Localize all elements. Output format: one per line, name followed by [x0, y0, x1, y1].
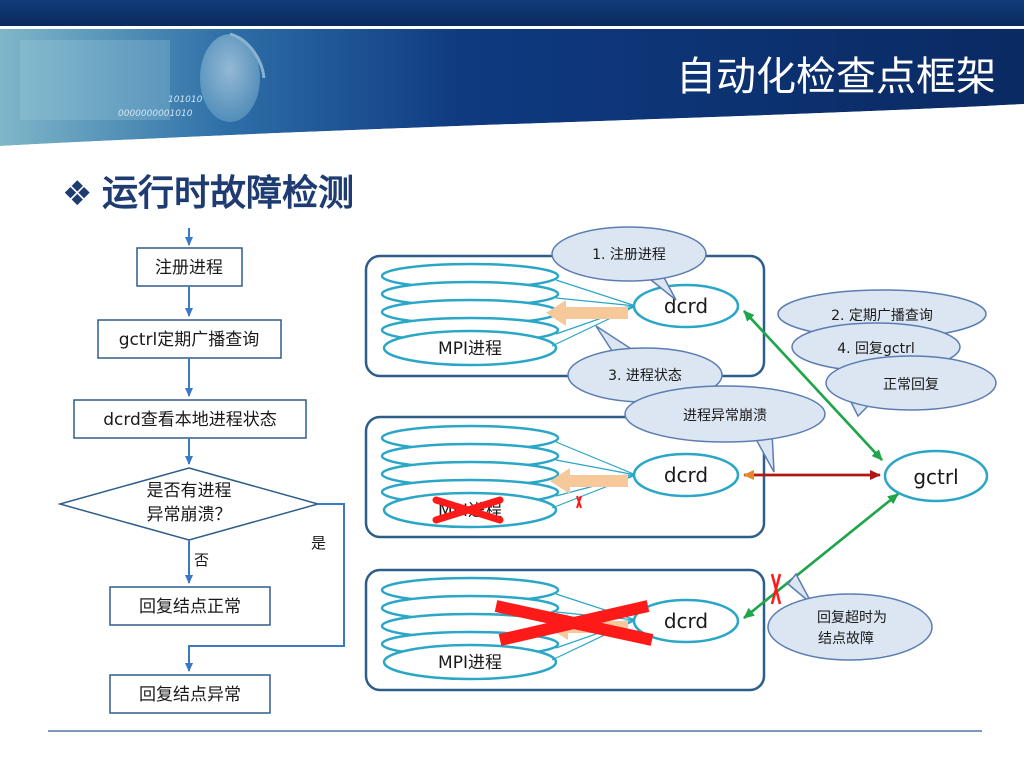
- svg-text:4. 回复gctrl: 4. 回复gctrl: [837, 340, 915, 357]
- dcrd-bottom: [632, 598, 740, 644]
- flow-step-broadcast-label: gctrl定期广播查询: [119, 330, 260, 350]
- node-middle: MPI进程 dcrd: [364, 415, 766, 539]
- banner-decoration: [20, 32, 266, 122]
- gctrl-node: [883, 449, 989, 503]
- flow-label-yes: 是: [311, 534, 326, 552]
- dcrd-middle: [632, 452, 740, 498]
- svg-text:回复超时为: 回复超时为: [817, 609, 887, 626]
- dcrd-middle-label: dcrd: [664, 463, 708, 487]
- dcrd-top-label: dcrd: [664, 294, 708, 318]
- node-bottom: MPI进程 dcrd: [364, 568, 766, 692]
- node-failure-cross: [494, 600, 654, 646]
- callout-register: 1. 注册进程: [551, 226, 707, 301]
- callouts: 1. 注册进程 3. 进程状态 2. 定期广播查询 4. 回复gctrl 正常回…: [551, 226, 997, 661]
- heading-bullet: ❖: [62, 174, 92, 214]
- flow-decision-line2: 异常崩溃？: [147, 505, 232, 525]
- gctrl-label: gctrl: [913, 465, 958, 489]
- mouse-icon: [200, 34, 260, 122]
- process-stack-top: [380, 262, 560, 367]
- svg-text:3. 进程状态: 3. 进程状态: [608, 368, 682, 384]
- orange-arrow-top: [546, 300, 628, 326]
- mpi-label-bottom: MPI进程: [438, 653, 502, 673]
- banner-code-1: 101010: [168, 95, 203, 105]
- flowchart: 注册进程 gctrl定期广播查询 dcrd查看本地进程状态 是否有进程 异常崩溃…: [57, 228, 345, 714]
- flow-step-register: [136, 247, 243, 287]
- flow-result-abnormal: [109, 674, 271, 714]
- svg-text:2. 定期广播查询: 2. 定期广播查询: [831, 308, 933, 324]
- callout-crash: 进程异常崩溃: [624, 385, 826, 473]
- flow-step-register-label: 注册进程: [155, 258, 223, 278]
- mpi-label-top: MPI进程: [438, 339, 502, 359]
- dcrd-bottom-label: dcrd: [664, 609, 708, 633]
- banner-code-2: 0000000001010: [118, 109, 193, 119]
- gctrl-dcrd-links: [743, 310, 899, 619]
- svg-text:结点故障: 结点故障: [818, 631, 874, 647]
- header-banner: 101010 0000000001010 自动化检查点框架: [0, 0, 1024, 152]
- dcrd-top: [632, 283, 740, 329]
- flow-label-no: 否: [194, 551, 209, 569]
- orange-arrow-middle: [550, 468, 628, 494]
- flow-decision: [57, 467, 321, 541]
- callout-timeout: 回复超时为 结点故障: [767, 572, 933, 661]
- flow-result-normal: [109, 586, 271, 626]
- svg-text:进程异常崩溃: 进程异常崩溃: [683, 408, 767, 424]
- flow-result-normal-label: 回复结点正常: [139, 597, 241, 617]
- flow-decision-line1: 是否有进程: [147, 481, 232, 501]
- flow-step-check-label: dcrd查看本地进程状态: [103, 410, 277, 430]
- callout-normal: 正常回复: [825, 355, 997, 418]
- timeout-mark: [770, 573, 782, 605]
- page-title: 自动化检查点框架: [676, 54, 996, 100]
- flow-step-broadcast: [97, 319, 282, 359]
- flow-result-abnormal-label: 回复结点异常: [139, 685, 241, 705]
- callout-broadcast: 2. 定期广播查询: [777, 289, 987, 339]
- crash-cross-small: [432, 496, 504, 524]
- section-heading: 运行时故障检测: [102, 173, 354, 214]
- svg-text:正常回复: 正常回复: [883, 376, 939, 393]
- svg-text:1. 注册进程: 1. 注册进程: [592, 247, 666, 263]
- broken-link-mark: [576, 495, 582, 509]
